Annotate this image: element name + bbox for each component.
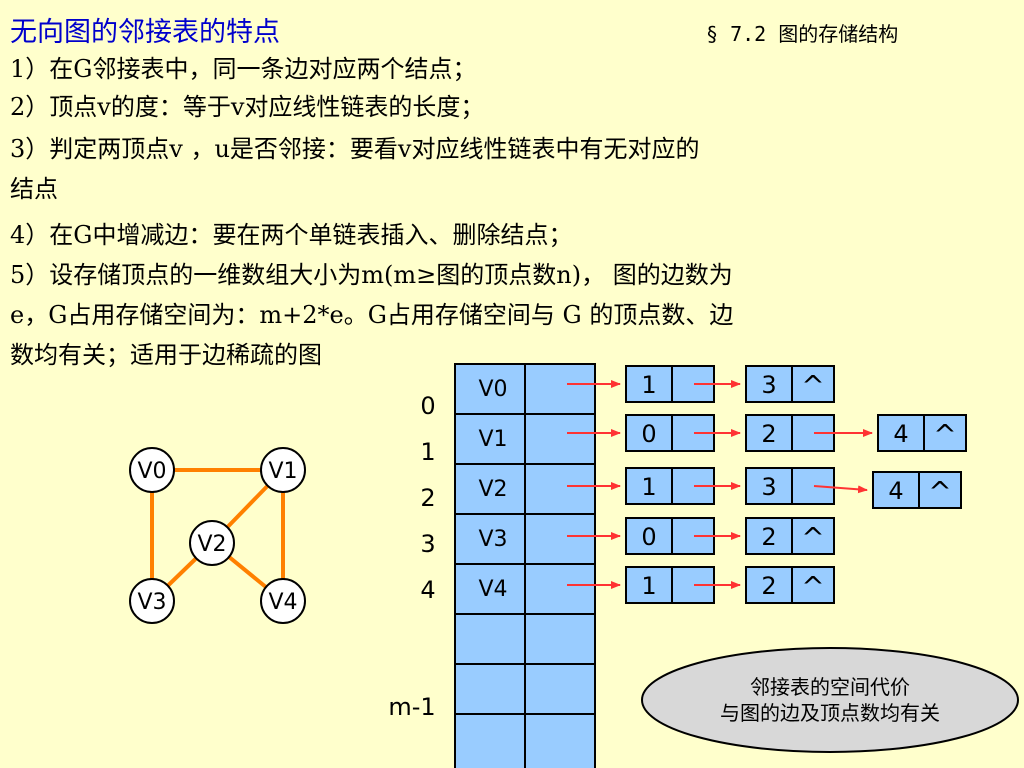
vertex-index-label: 4: [420, 576, 435, 604]
graph-vertex-label: V4: [268, 590, 297, 615]
point-3-continued: 结点: [10, 175, 58, 203]
vertex-array-cell: V0: [478, 377, 507, 402]
list-node-value: 3: [761, 473, 776, 501]
list-node-value: 0: [641, 523, 656, 551]
vertex-array-cell: V1: [478, 427, 507, 452]
vertex-index-last: m-1: [388, 693, 435, 721]
vertex-index-label: 3: [420, 530, 435, 558]
chapter-heading: § 7.2 图的存储结构: [706, 22, 899, 46]
graph-vertex-label: V0: [137, 459, 166, 484]
point-1: 1）在G邻接表中，同一条边对应两个结点；: [10, 55, 477, 83]
note-line-2: 与图的边及顶点数均有关: [720, 701, 940, 725]
list-node-value: 0: [641, 420, 656, 448]
vertex-index-label: 0: [420, 392, 435, 420]
null-pointer-symbol: ^: [928, 475, 951, 508]
graph-vertex-v1: [260, 447, 306, 493]
list-node-value: 4: [888, 477, 903, 505]
point-5-line-2: e，G占用存储空间为：m+2*e。G占用存储空间与 G 的顶点数、边: [10, 301, 734, 329]
edge-lists: 1 3 ^ 0 2 4 ^ 1 3 4 ^ 0 2 ^ 1 2 ^: [567, 365, 967, 604]
list-node-value: 2: [761, 420, 776, 448]
list-node: [745, 566, 835, 604]
point-2: 2）顶点v的度：等于v对应线性链表的长度；: [10, 93, 485, 121]
point-5: 5）设存储顶点的一维数组大小为m(m≥图的顶点数n)， 图的边数为: [10, 261, 733, 289]
null-pointer-symbol: ^: [801, 521, 824, 554]
note-bubble: 邻接表的空间代价 与图的边及顶点数均有关: [640, 650, 1020, 750]
null-pointer-symbol: ^: [933, 418, 956, 451]
vertex-index-label: 1: [420, 438, 435, 466]
null-pointer-symbol: ^: [801, 570, 824, 603]
vertex-array-cell: V4: [478, 577, 507, 602]
graph-vertex-v0: [129, 447, 175, 493]
list-node-value: 1: [641, 371, 656, 399]
list-node: [877, 414, 967, 452]
list-node-value: 2: [761, 523, 776, 551]
graph-vertex-v3: [129, 578, 175, 624]
list-node-value: 2: [761, 572, 776, 600]
list-arrow: [813, 485, 868, 494]
list-node-value: 1: [641, 473, 656, 501]
point-4: 4）在G中增减边：要在两个单链表插入、删除结点；: [10, 221, 573, 249]
note-bubble-shape: [641, 647, 1019, 753]
graph-vertex-label: V2: [197, 532, 226, 557]
graph-vertex-v4: [260, 578, 306, 624]
list-node: [745, 517, 835, 555]
vertex-array-cell: V2: [478, 477, 507, 502]
point-5-line-3: 数均有关；适用于边稀疏的图: [10, 341, 322, 369]
list-node: [872, 471, 962, 509]
list-node: [745, 365, 835, 403]
vertex-index-label: 2: [420, 484, 435, 512]
slide-title: 无向图的邻接表的特点: [10, 17, 280, 48]
vertex-array-cell: V3: [478, 527, 507, 552]
graph-vertex-label: V1: [268, 459, 297, 484]
list-node-value: 1: [641, 572, 656, 600]
graph-vertex-v2: [189, 520, 235, 566]
null-pointer-symbol: ^: [801, 369, 824, 402]
note-line-1: 邻接表的空间代价: [750, 675, 910, 699]
list-node-value: 4: [893, 420, 908, 448]
list-node-value: 3: [761, 371, 776, 399]
point-3: 3）判定两顶点v ，u是否邻接：要看v对应线性链表中有无对应的: [10, 135, 700, 163]
graph-vertex-label: V3: [137, 590, 166, 615]
